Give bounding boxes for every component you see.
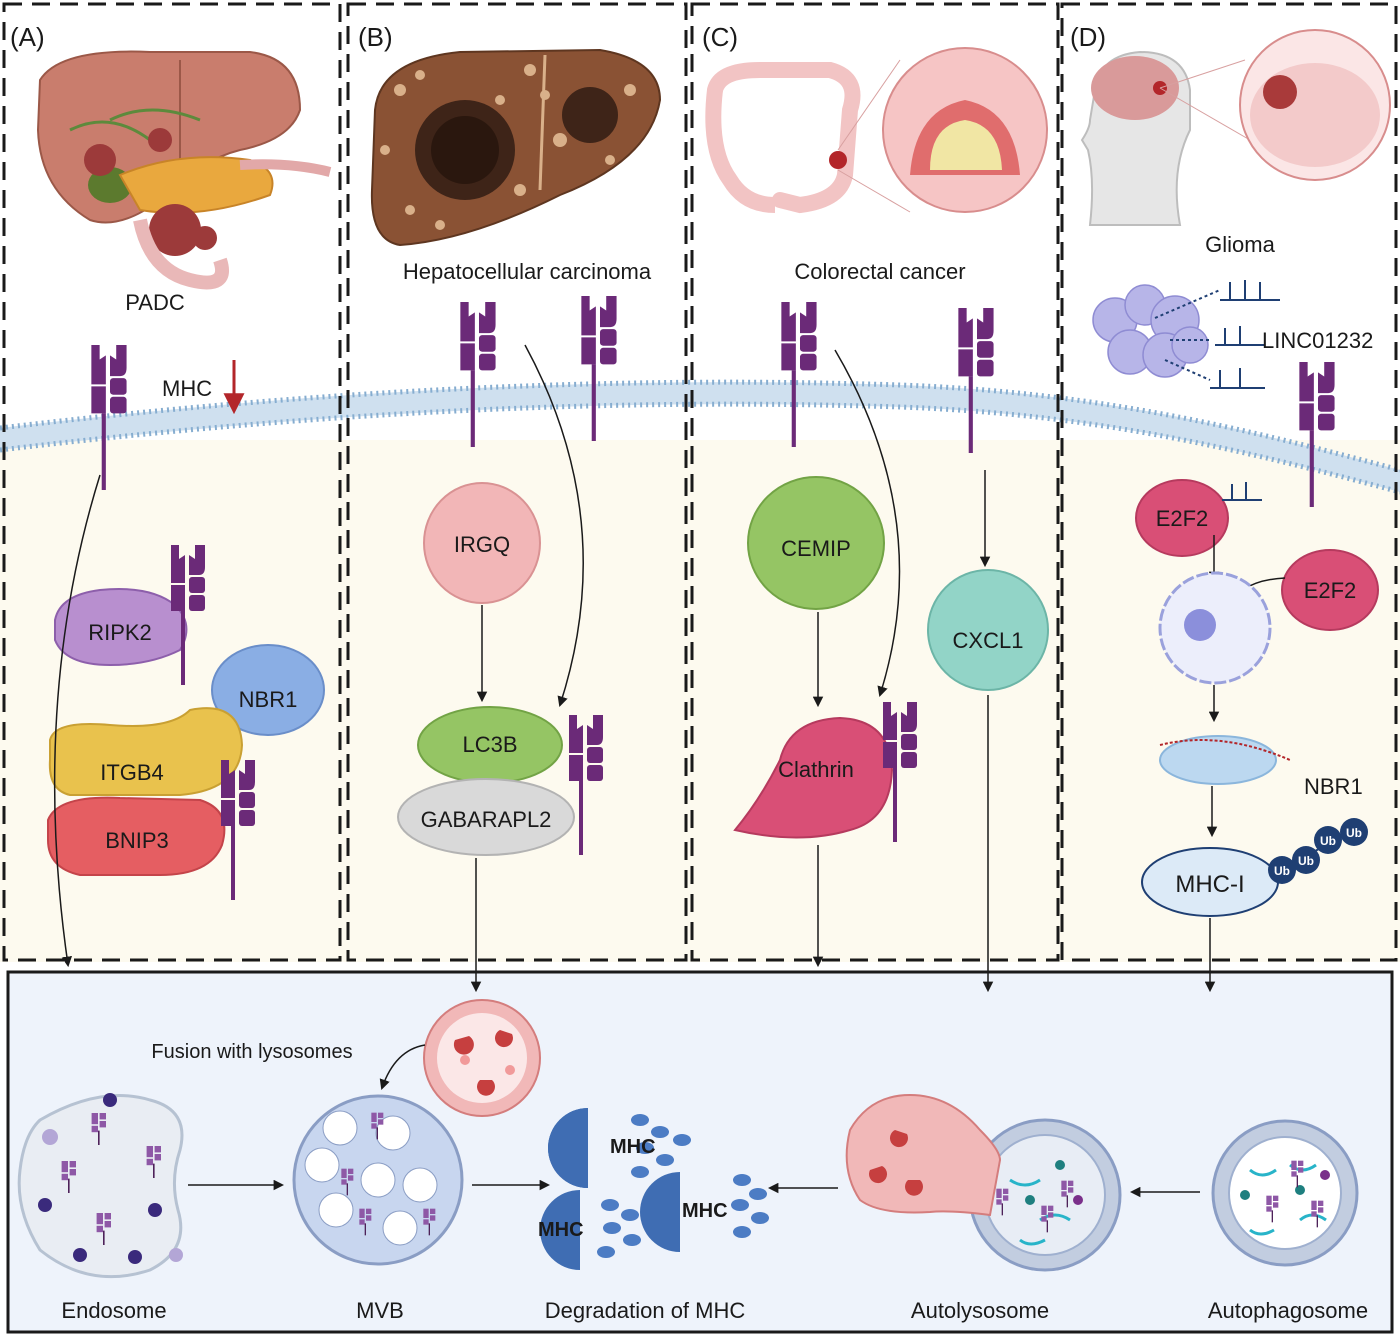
panel-d-frame xyxy=(1060,2,1398,962)
lincrna-bound-to-e2f2 xyxy=(1222,482,1262,501)
arrow-c-mhc-to-clathrin xyxy=(834,349,901,698)
panel-a-frame xyxy=(2,2,342,962)
nbr1-protein-a xyxy=(211,644,325,736)
arrow-fusion-to-mvb xyxy=(379,1044,426,1090)
degraded-mhc-right xyxy=(640,1172,769,1252)
mhc-label-a: MHC xyxy=(162,376,212,401)
degraded-mhc-label-top: MHC xyxy=(610,1136,656,1158)
lincrna-stemloops xyxy=(1154,280,1280,389)
itgb4-protein xyxy=(48,707,244,796)
glioma-label: Glioma xyxy=(1205,232,1275,257)
ub-label-3: Ub xyxy=(1320,834,1336,848)
tumor-cell-cluster xyxy=(1092,284,1209,378)
ubiquitin-chain: Ub Ub Ub Ub xyxy=(1268,818,1368,884)
irgq-protein xyxy=(423,482,541,604)
hcc-liver-illustration xyxy=(370,48,662,247)
clathrin-protein xyxy=(733,716,894,839)
e2f2-label-bound: E2F2 xyxy=(1156,506,1209,531)
mhc-molecule-c-left xyxy=(781,302,817,447)
gabarapl2-label: GABARAPL2 xyxy=(421,807,552,832)
endosome xyxy=(17,1093,184,1279)
gabarapl2-protein xyxy=(397,778,575,856)
panel-a-letter: (A) xyxy=(10,22,45,52)
degradation-label: Degradation of MHC xyxy=(545,1298,746,1323)
arrow-b-mhc-to-lc3b xyxy=(524,344,584,707)
degraded-mhc-bottom xyxy=(540,1190,641,1270)
liver-pancreas-illustration xyxy=(36,50,332,290)
bnip3-label: BNIP3 xyxy=(105,828,169,853)
nbr1-label-a: NBR1 xyxy=(239,687,298,712)
nbr1-label-d: NBR1 xyxy=(1304,774,1363,799)
ub-label-1: Ub xyxy=(1274,864,1290,878)
e2f2-protein-free xyxy=(1281,549,1379,631)
panel-b-frame xyxy=(346,2,688,962)
panel-d-letter: (D) xyxy=(1070,22,1106,52)
nucleolus xyxy=(1184,609,1216,641)
endosome-label: Endosome xyxy=(61,1298,166,1323)
cemip-protein xyxy=(747,476,885,610)
e2f2-protein-bound xyxy=(1135,479,1229,557)
ripk2-label: RIPK2 xyxy=(88,620,152,645)
degraded-mhc-top xyxy=(548,1108,691,1188)
lysosome xyxy=(423,999,541,1117)
cemip-label: CEMIP xyxy=(781,536,851,561)
e2f2-label-free: E2F2 xyxy=(1304,578,1357,603)
autolysosome-label: Autolysosome xyxy=(911,1298,1049,1323)
ribosome xyxy=(1159,735,1277,785)
ub-label-2: Ub xyxy=(1298,854,1314,868)
lysosomal-degradation-box xyxy=(6,970,1394,1334)
cxcl1-label: CXCL1 xyxy=(953,628,1024,653)
lc3b-label: LC3B xyxy=(462,732,517,757)
panel-c-frame xyxy=(690,2,1060,962)
fusion-label: Fusion with lysosomes xyxy=(151,1041,352,1063)
mhc-i-label: MHC-I xyxy=(1175,871,1244,898)
mvb-label: MVB xyxy=(356,1298,404,1323)
clathrin-label: Clathrin xyxy=(778,757,854,782)
autophagosome xyxy=(1211,1119,1359,1267)
ub-label-4: Ub xyxy=(1346,826,1362,840)
colon-illustration xyxy=(705,47,1048,214)
panel-c-letter: (C) xyxy=(702,22,738,52)
colorectal-label: Colorectal cancer xyxy=(794,259,965,284)
linc01232-label: LINC01232 xyxy=(1262,328,1373,353)
cxcl1-protein xyxy=(927,569,1049,691)
mhc-molecule-b-right xyxy=(581,296,617,441)
mrna-strand xyxy=(1159,739,1291,761)
hcc-label: Hepatocellular carcinoma xyxy=(403,259,652,284)
ripk2-protein xyxy=(54,588,188,667)
bnip3-protein xyxy=(47,796,226,876)
degraded-mhc-label-bottom: MHC xyxy=(538,1219,584,1241)
padc-label: PADC xyxy=(125,290,185,315)
degraded-mhc-label-right: MHC xyxy=(682,1200,728,1222)
itgb4-label: ITGB4 xyxy=(100,760,164,785)
mhc-molecule-b-left xyxy=(460,302,496,447)
irgq-label: IRGQ xyxy=(454,532,510,557)
mhc-molecule-c-right xyxy=(958,308,994,453)
panel-b-letter: (B) xyxy=(358,22,393,52)
autolysosome xyxy=(845,1093,1122,1272)
mvb xyxy=(292,1094,464,1266)
autophagosome-label: Autophagosome xyxy=(1208,1298,1368,1323)
arrow-a-to-endosome xyxy=(53,474,101,968)
glioma-head-illustration xyxy=(1080,29,1391,226)
